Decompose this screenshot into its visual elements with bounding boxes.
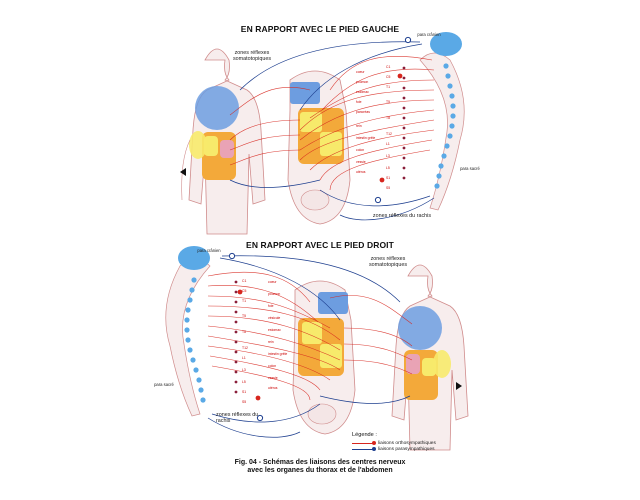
- panel-title-right-foot: EN RAPPORT AVEC LE PIED DROIT: [246, 240, 394, 250]
- left-foot-illustration: [180, 32, 465, 235]
- legend-label-ortho: liaisons orthosympathiques: [378, 440, 436, 446]
- organ-label: colon: [268, 364, 277, 368]
- organ-label: foie: [268, 304, 274, 308]
- organ-label: rein: [268, 340, 274, 344]
- organ-label: poumon: [356, 80, 369, 84]
- organ-label: utérus: [356, 170, 366, 174]
- caption-line-1: Fig. 04 - Schémas des liaisons des centr…: [234, 459, 406, 466]
- level-label: L1: [386, 142, 390, 146]
- legend-line-para: [352, 446, 376, 451]
- foot-figure: [292, 280, 356, 435]
- level-label: S1: [386, 176, 391, 180]
- level-label: T5: [386, 100, 390, 104]
- level-label: S5: [242, 400, 247, 404]
- organ-label: utérus: [268, 386, 278, 390]
- legend: Légende : liaisons orthosympathiques lia…: [352, 432, 502, 452]
- diagram-right-foot: EN RAPPORT AVEC LE PIED DROIT: [150, 236, 490, 458]
- legend-item-ortho: liaisons orthosympathiques: [352, 440, 502, 446]
- level-label: L5: [386, 166, 390, 170]
- organ-label: estomac: [356, 90, 369, 94]
- level-label: T5: [242, 314, 246, 318]
- organ-label: colon: [356, 148, 365, 152]
- level-label: T8: [386, 116, 390, 120]
- ortho-nodes: [237, 289, 261, 401]
- legend-item-para: liaisons parasympathiques: [352, 446, 502, 452]
- spinal-level-dots: [402, 66, 406, 180]
- level-label: C1: [242, 279, 247, 283]
- organ-label: pancréas: [356, 110, 370, 114]
- organ-label: vessie: [356, 160, 366, 164]
- organ-label: intestin grêle: [268, 352, 288, 356]
- level-label: C1: [386, 65, 391, 69]
- diagram-left-foot: EN RAPPORT AVEC LE PIED GAUCHE: [150, 20, 490, 235]
- label-rachis: zones réflexes du rachis: [372, 213, 432, 219]
- label-para-sacre: para sacré: [460, 166, 480, 171]
- front-body-figure: [181, 48, 266, 235]
- level-label: L3: [386, 154, 390, 158]
- spine-figure: [419, 32, 465, 211]
- para-nodes: [374, 36, 412, 204]
- label-para-cranien: para crânien: [197, 248, 221, 253]
- para-liaisons: [229, 41, 435, 221]
- level-label: C5: [242, 289, 247, 293]
- level-label: T1: [242, 299, 246, 303]
- label-rachis: zones réflexes du rachis: [216, 412, 259, 424]
- level-label: T12: [242, 346, 248, 350]
- para-liaisons: [207, 255, 411, 438]
- organ-label: coeur: [356, 70, 365, 74]
- level-label: T1: [386, 85, 390, 89]
- figure-caption: Fig. 04 - Schémas des liaisons des centr…: [150, 459, 490, 475]
- ortho-liaisons: [207, 271, 413, 401]
- ortho-nodes: [379, 73, 403, 183]
- arrow-marker: [180, 168, 186, 176]
- spinal-level-dots: [234, 280, 238, 394]
- level-label: T8: [242, 330, 246, 334]
- level-label: T12: [386, 132, 392, 136]
- right-foot-illustration: [165, 246, 469, 451]
- organ-label: poumon: [268, 292, 281, 296]
- para-nodes: [228, 252, 264, 422]
- legend-title: Légende :: [352, 432, 377, 438]
- label-para-cranien: para crânien: [417, 32, 441, 37]
- front-body-figure: [391, 264, 469, 451]
- arrow-marker: [456, 382, 462, 390]
- level-label: L3: [242, 368, 246, 372]
- organ-label: vésicule: [268, 316, 281, 320]
- label-para-sacre: para sacré: [154, 382, 174, 387]
- level-label: C5: [386, 75, 391, 79]
- label-somatotopic: zones réflexes somatotopiques: [232, 50, 272, 62]
- panel-title-left-foot: EN RAPPORT AVEC LE PIED GAUCHE: [240, 24, 400, 34]
- level-label: L1: [242, 356, 246, 360]
- organ-label: coeur: [268, 280, 277, 284]
- label-somatotopic: zones réflexes somatotopiques: [368, 256, 408, 268]
- spine-figure: [165, 246, 211, 417]
- level-label: S5: [386, 186, 391, 190]
- legend-label-para: liaisons parasympathiques: [378, 446, 435, 452]
- level-label: L5: [242, 380, 246, 384]
- level-label: S1: [242, 390, 247, 394]
- organ-label: foie: [356, 100, 362, 104]
- legend-line-ortho: [352, 440, 376, 445]
- organ-label: intestin grêle: [356, 136, 376, 140]
- ortho-liaisons: [229, 55, 435, 191]
- organ-label: rein: [356, 124, 362, 128]
- organ-label: estomac: [268, 328, 281, 332]
- organ-label: vessie: [268, 376, 278, 380]
- caption-line-2: avec les organes du thorax et de l'abdom…: [247, 467, 393, 474]
